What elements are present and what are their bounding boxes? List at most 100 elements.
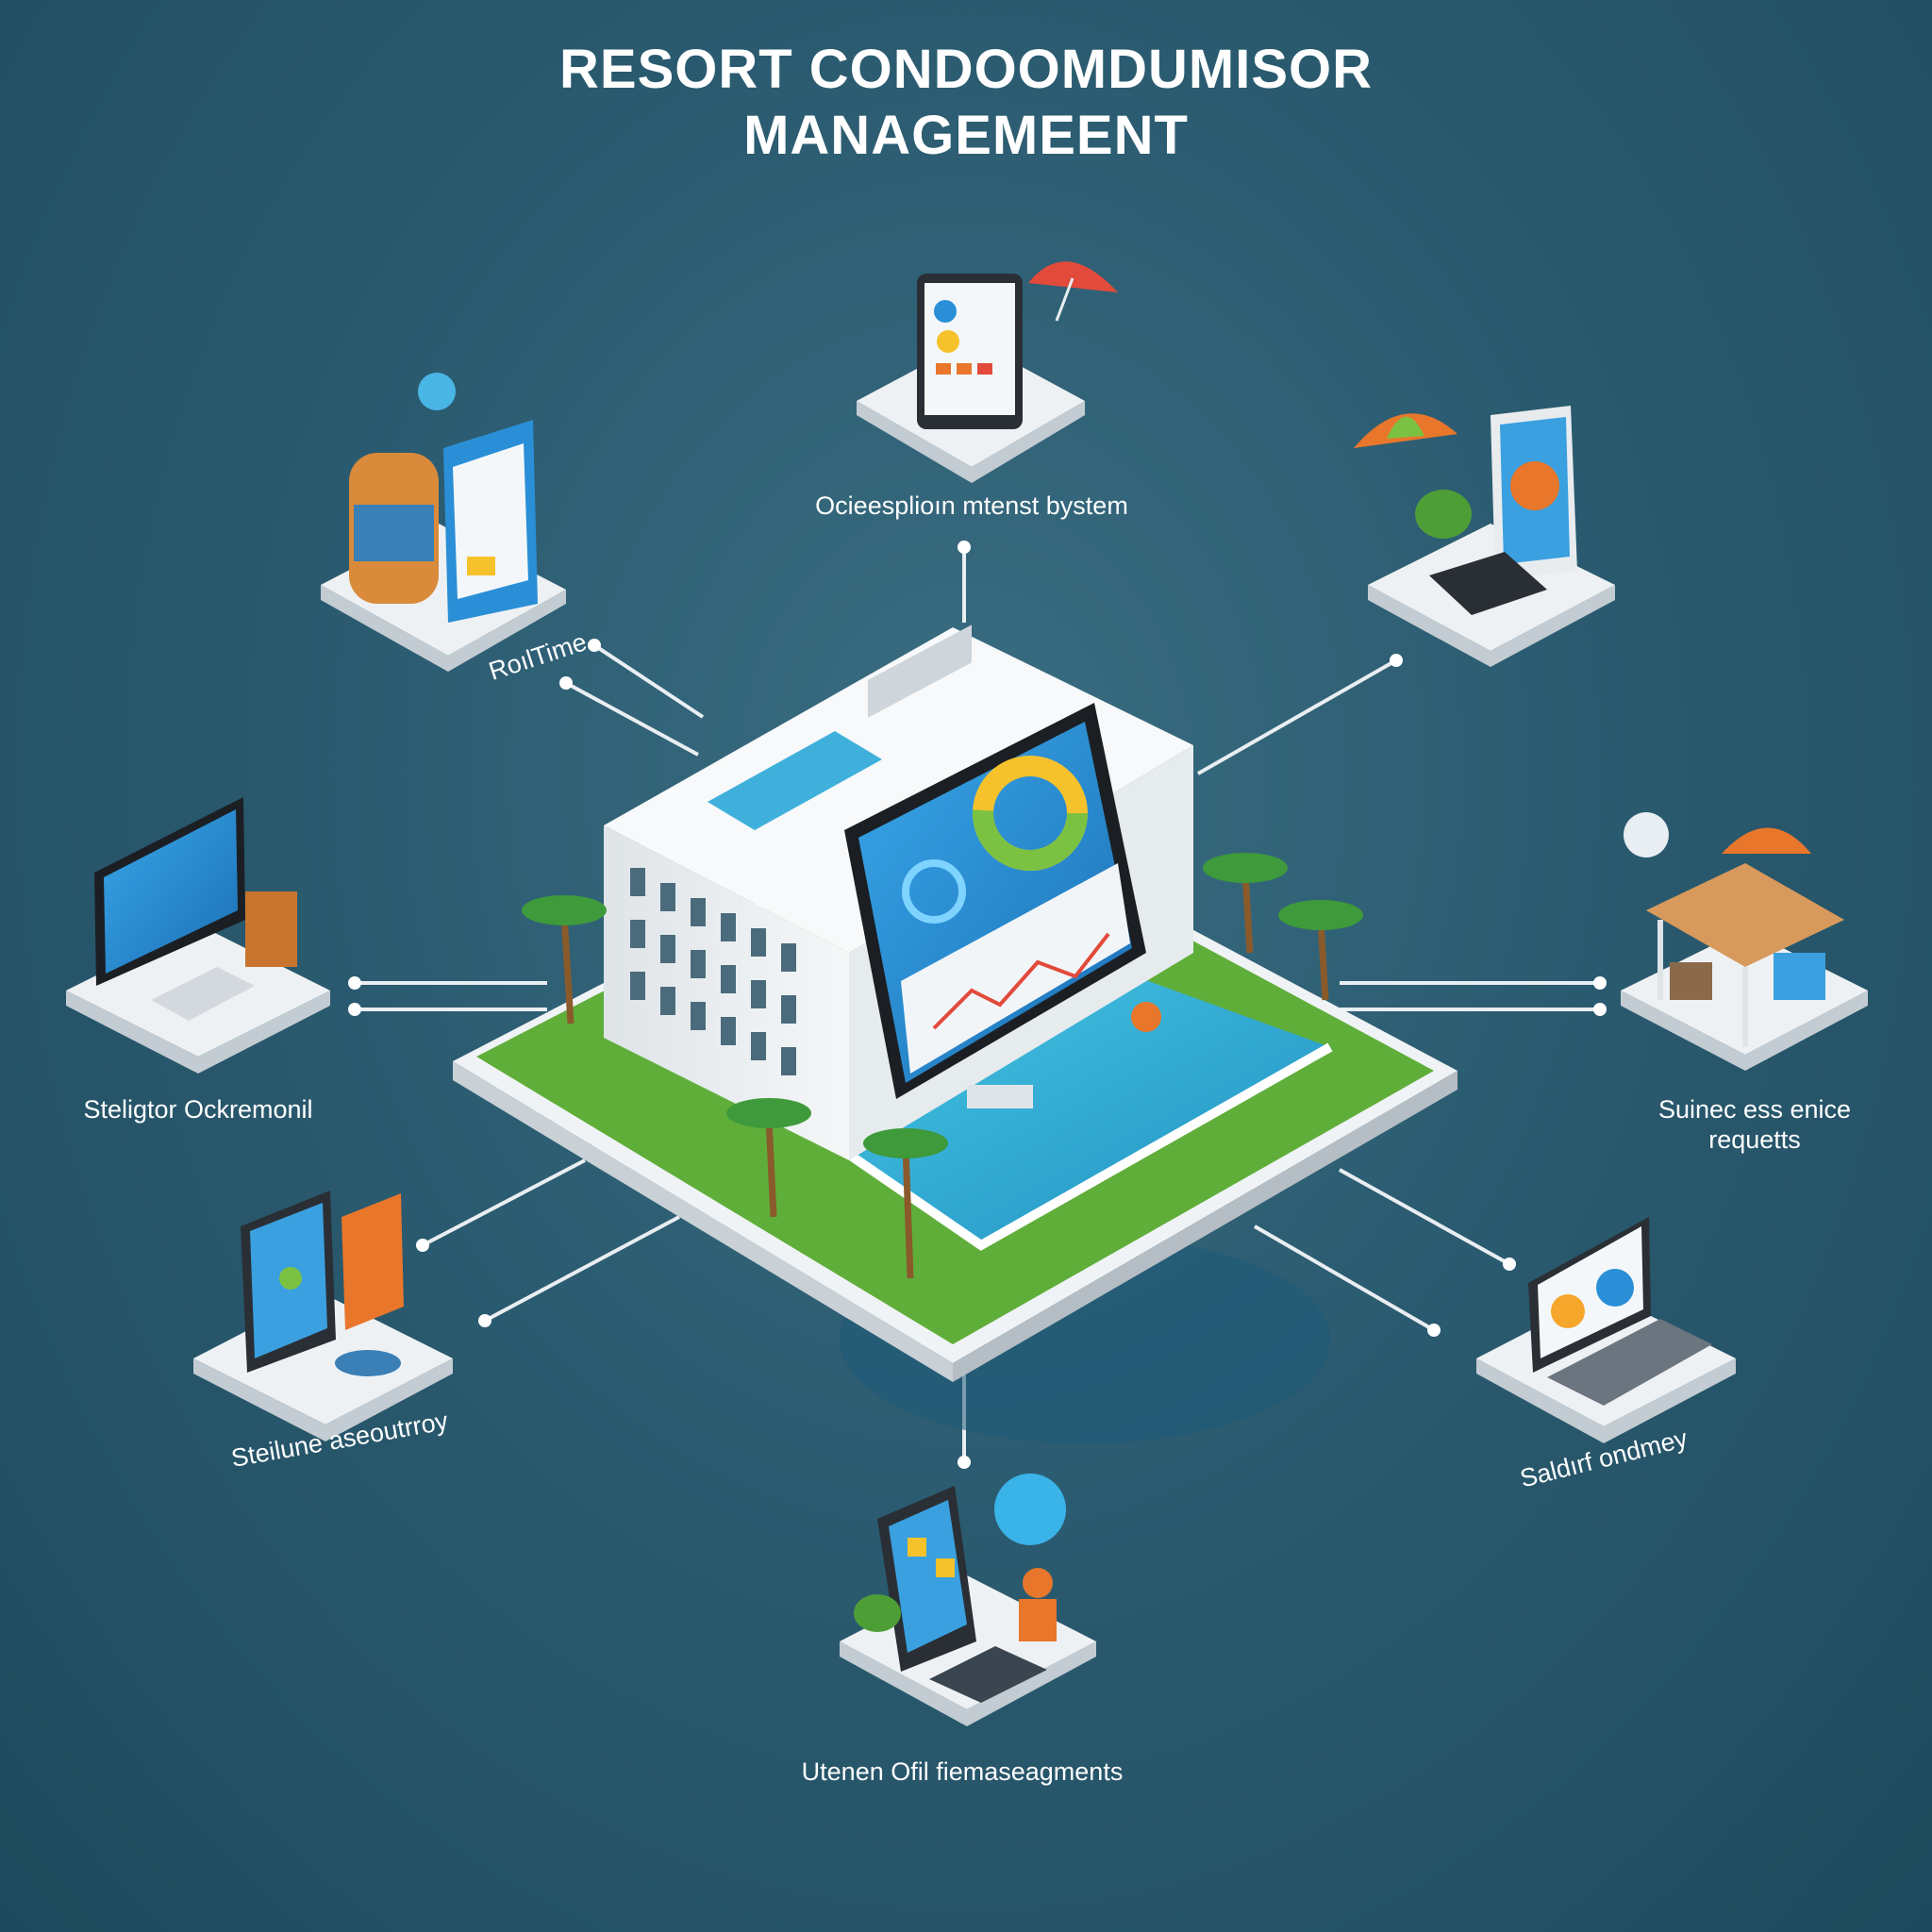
connector-dot	[588, 639, 601, 652]
connector-bottom-left-b	[484, 1215, 680, 1323]
phone-tile	[908, 1538, 926, 1557]
connector-top-left-b	[565, 681, 699, 757]
card-icon	[341, 1193, 404, 1330]
chat-bubble-icon	[1624, 812, 1669, 858]
umbrella-icon	[1722, 827, 1811, 854]
person-body	[1019, 1599, 1057, 1641]
connector-dot	[1593, 1003, 1607, 1016]
dashboard-gauge	[902, 859, 966, 924]
pool-umbrella	[1131, 1002, 1161, 1032]
connector-dot	[348, 1003, 361, 1016]
chat-bubble-icon	[994, 1474, 1066, 1545]
phone-tile	[936, 1558, 955, 1577]
connector-dot	[958, 1456, 971, 1469]
palm-tree	[522, 895, 607, 1024]
plant-icon	[1415, 490, 1472, 539]
connector-dot	[1427, 1324, 1441, 1337]
tile-base-side	[66, 991, 330, 1074]
laptop-badge	[1551, 1294, 1585, 1328]
umbrella-icon	[1028, 261, 1118, 292]
tile-base-side	[840, 1641, 1096, 1726]
tile-base-side	[1476, 1358, 1736, 1443]
palm-tree	[863, 1128, 948, 1279]
tablet-pie	[937, 330, 959, 353]
connector-dot	[1593, 976, 1607, 990]
page-title-line2: MANAGEMEENT	[743, 105, 1189, 166]
module-top-right	[1354, 406, 1615, 667]
connector-dot	[1503, 1257, 1516, 1271]
person-icon	[1023, 1568, 1053, 1598]
connector-dot	[1390, 654, 1403, 667]
plate-icon	[335, 1350, 401, 1376]
balloon-icon	[418, 373, 456, 410]
tile-base-side	[857, 401, 1085, 483]
phone-badge	[1510, 461, 1559, 510]
laptop-keyboard	[1547, 1319, 1712, 1406]
laptop-base	[929, 1646, 1047, 1703]
resort-base-side	[453, 1061, 953, 1382]
mini-tablet	[1429, 552, 1547, 615]
connector-lines	[355, 547, 1600, 1462]
dashboard-donut-inner	[973, 756, 1088, 871]
tile-base-side	[321, 585, 566, 672]
palm-tree	[726, 1098, 811, 1218]
document-page	[453, 443, 528, 599]
plant-icon	[854, 1594, 901, 1632]
connector-bottom-left-a	[422, 1158, 586, 1247]
module-right-label-line1: Suinec ess enice	[1657, 1095, 1852, 1124]
module-bottom-right	[1476, 1217, 1736, 1443]
module-top-left	[321, 373, 566, 672]
module-left	[66, 797, 330, 1074]
module-top	[857, 261, 1118, 483]
speaker-icon	[245, 891, 297, 967]
cube-icon	[1774, 953, 1825, 1000]
tile-base-side	[193, 1358, 453, 1441]
keyboard-icon	[151, 967, 255, 1021]
central-resort	[453, 625, 1457, 1443]
laptop-badge	[1596, 1269, 1634, 1307]
tile-base-side	[1621, 991, 1868, 1071]
tablet-tile	[936, 363, 951, 375]
building-windows	[630, 868, 796, 1075]
tablet-tile	[977, 363, 992, 375]
module-bottom-left	[193, 1191, 453, 1441]
connector-dot	[958, 541, 971, 554]
connector-top-right	[1197, 658, 1397, 775]
tablet-badge	[279, 1267, 302, 1290]
box-icon	[1670, 962, 1712, 1000]
building-roof	[604, 627, 1193, 953]
tile-base-side	[1368, 585, 1615, 667]
connector-dot	[416, 1239, 429, 1252]
tablet-tile	[957, 363, 972, 375]
roof-pool	[708, 731, 882, 830]
module-right	[1621, 812, 1868, 1071]
tank-glass	[354, 505, 434, 561]
connector-bottom-right-a	[1339, 1168, 1510, 1266]
umbrella-stripe	[1387, 416, 1424, 439]
palm-tree	[1278, 900, 1363, 1001]
module-bottom	[840, 1474, 1096, 1726]
connector-dot	[559, 676, 573, 690]
monitor-stand	[967, 1085, 1033, 1108]
tablet-icon	[934, 300, 957, 323]
pool	[830, 972, 1330, 1245]
dashboard-chart-panel	[901, 863, 1130, 1074]
connector-dot	[348, 976, 361, 990]
module-bottom-label: Utenen Ofil fiemaseagments	[801, 1757, 1124, 1786]
roof-unit	[868, 625, 972, 718]
connector-dots	[348, 541, 1607, 1469]
connector-dot	[478, 1314, 491, 1327]
connector-top-left-a	[592, 643, 705, 719]
module-right-label-line2: requetts	[1708, 1125, 1801, 1154]
monitor-screen	[104, 809, 238, 974]
palm-tree	[1203, 853, 1288, 954]
pool-colonnade	[827, 1042, 1333, 1251]
umbrella-pole	[1055, 277, 1074, 322]
palm-trees	[522, 853, 1363, 1279]
connector-bottom-right-b	[1253, 1224, 1436, 1332]
page-title-line1: RESORT CONDOOMDUMISOR	[559, 39, 1373, 100]
desk-umbrella-icon	[1646, 863, 1844, 967]
resort-base-side-right	[953, 1071, 1457, 1382]
document-chart	[467, 557, 495, 575]
